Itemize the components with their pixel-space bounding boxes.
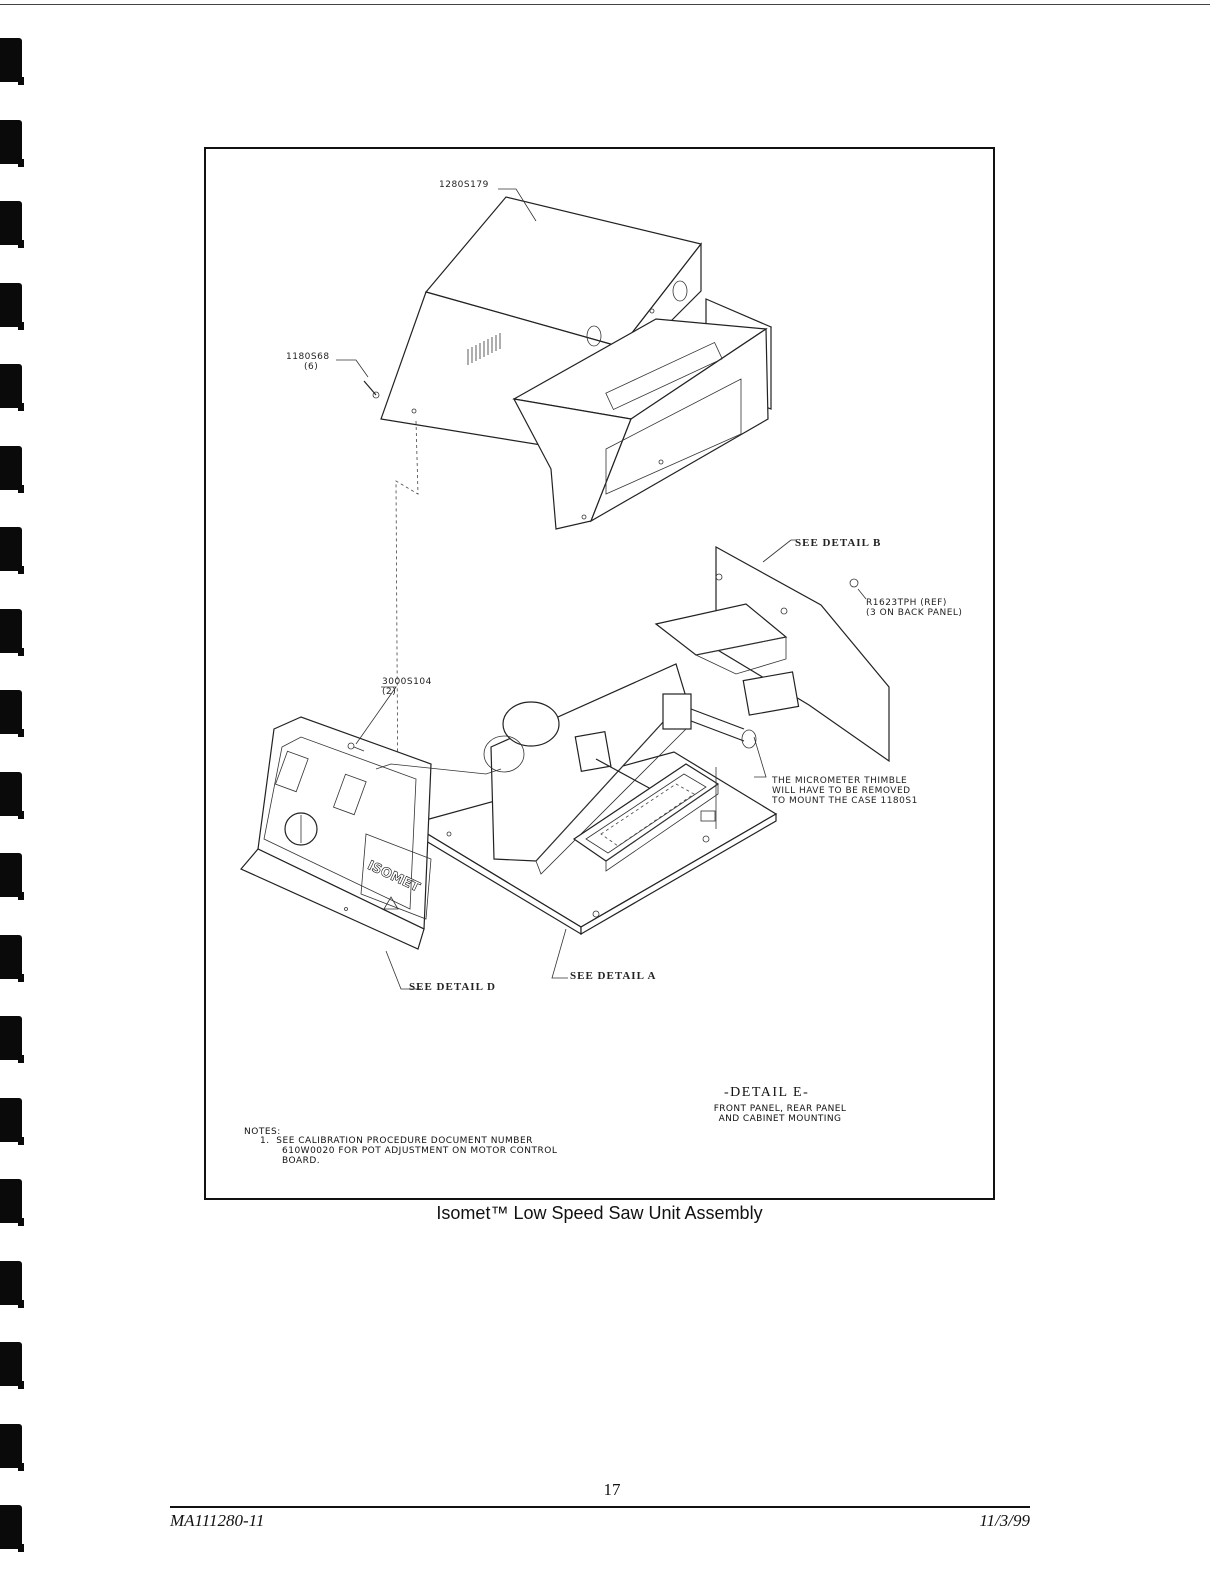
figure-caption: Isomet™ Low Speed Saw Unit Assembly — [436, 1203, 763, 1223]
notes-line-2: 610W0020 FOR POT ADJUSTMENT ON MOTOR CON… — [282, 1146, 558, 1156]
callout-micrometer-note-1: THE MICROMETER THIMBLE — [772, 776, 908, 786]
binding-hole — [0, 527, 24, 574]
callout-detail-a: SEE DETAIL A — [570, 970, 657, 982]
footer-rule — [170, 1506, 1030, 1508]
detail-subtitle-2: AND CABINET MOUNTING — [718, 1114, 842, 1124]
binding-hole — [0, 38, 24, 85]
binding-hole — [0, 771, 24, 819]
screw-1180s68 — [363, 380, 380, 399]
front-panel: ISOMET — [240, 686, 502, 950]
binding-hole — [0, 201, 24, 248]
detail-subtitle-1: FRONT PANEL, REAR PANEL — [713, 1104, 847, 1114]
binding-hole — [0, 1423, 24, 1471]
cabinet-cover — [380, 196, 772, 530]
page-number: 17 — [603, 1480, 621, 1499]
binding-hole — [0, 608, 24, 656]
detail-title: -DETAIL E- — [724, 1085, 810, 1100]
binding-hole — [0, 282, 24, 330]
callout-detail-d: SEE DETAIL D — [409, 981, 496, 993]
assembly-drawing: ISOMET — [240, 188, 890, 990]
document-number: MA111280-11 — [170, 1511, 265, 1530]
binding-hole — [0, 445, 24, 493]
binding-hole — [0, 853, 24, 900]
binding-hole — [0, 1097, 24, 1145]
callout-fastener-note: (3 ON BACK PANEL) — [866, 608, 963, 618]
rear-panel — [654, 539, 890, 763]
saw-base — [409, 663, 778, 936]
binding-hole — [0, 364, 24, 411]
binding-hole — [0, 1342, 24, 1389]
binding-hole — [0, 1260, 24, 1308]
callout-cover-part: 1280S179 — [439, 180, 489, 190]
notes-line-3: BOARD. — [282, 1156, 321, 1166]
binding-holes — [0, 0, 30, 1583]
binding-hole — [0, 934, 24, 982]
binding-hole — [0, 119, 24, 167]
notes-line-1: 1. SEE CALIBRATION PROCEDURE DOCUMENT NU… — [260, 1136, 533, 1146]
callout-screw-qty: (6) — [304, 362, 319, 372]
notes-heading: NOTES: — [244, 1127, 281, 1137]
callout-fastener-part: R1623TPH (REF) — [866, 598, 947, 608]
top-rule — [0, 4, 1210, 5]
callout-panel-screw-part: 3000S104 — [382, 677, 432, 687]
callout-screw-part: 1180S68 — [286, 352, 330, 362]
binding-hole — [0, 690, 24, 737]
document-date: 11/3/99 — [979, 1511, 1030, 1530]
binding-hole — [0, 1016, 24, 1063]
callout-micrometer-note-3: TO MOUNT THE CASE 1180S1 — [772, 796, 918, 806]
callout-detail-b: SEE DETAIL B — [795, 537, 882, 549]
figure-frame: ISOMET 1280S179 1180S68 (6) SEE DETAIL B… — [204, 147, 995, 1200]
callout-micrometer-note-2: WILL HAVE TO BE REMOVED — [772, 786, 911, 796]
binding-hole — [0, 1179, 24, 1226]
callout-panel-screw-qty: (2) — [382, 687, 397, 697]
binding-hole — [0, 1505, 24, 1552]
